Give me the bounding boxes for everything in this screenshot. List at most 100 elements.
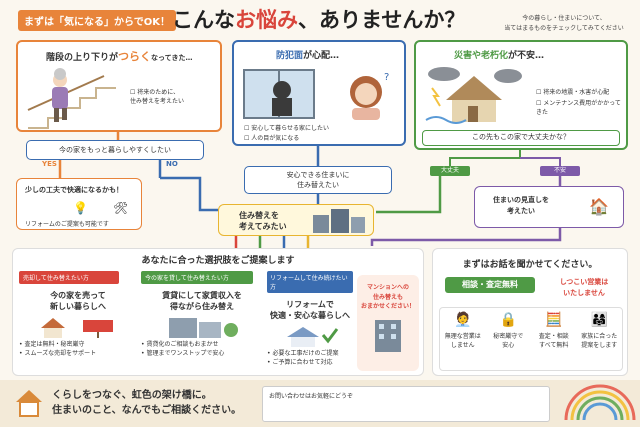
review-label: 住まいの見直しを 考えたい [493,196,549,216]
apartment-icon [169,318,238,339]
concern-check-item[interactable]: 人の目が気になる [244,134,299,143]
page-title: こんなお悩み、ありませんか？ [172,4,465,34]
feature-item: 🔒 秘密厳守で 安心 [486,308,532,370]
stairs-elder-icon [27,68,116,129]
option-note: • 査定は無料・秘密厳守 [19,341,85,349]
option-card-reform[interactable]: リフォームして住み続けたい方 リフォームで 快適・安心な暮らしへ • 必要な工事… [267,271,353,373]
concern-title-text: が不安… [508,51,545,61]
option-card-sell[interactable]: 売却して住み替えたい方 今の家を売って 新しい暮らしへ SOLD • 査定は無料… [19,271,137,373]
header-note: 今の暮らし・住まいについて、 当てはまるものをチェックしてみてください [504,15,624,32]
buildings-icon [313,209,365,233]
option-note: • 必要な工事だけのご提案 [267,350,339,358]
mansion-building-icon [375,319,401,352]
lightbulb-icon: 💡 [73,201,88,215]
contact-box[interactable]: お問い合わせはお気軽にどうぞ [262,386,550,422]
feature-label: 査定・相談 すべて無料 [538,333,569,349]
lock-icon: 🔒 [499,312,517,328]
title-part: 、ありませんか？ [298,8,466,32]
mansion-bubble: マンションへの 住み替えも おまかせください！ [357,275,419,371]
concern-title-text: なってきた… [151,54,193,62]
house-search-icon: 🏠 [589,197,609,216]
sold-sign: SOLD [71,333,90,340]
reform-box: 少しの工夫で快適になるかも！ 💡 🛠 リフォームのご提案も可能です [16,178,142,230]
concern-check-item[interactable]: 将来の地震・水害が心配 [536,88,609,97]
free-badge: 相談・査定無料 [445,277,535,293]
concern-check-item[interactable]: メンテナンス費用がかかってきた [536,99,626,117]
rainbow-icon [564,384,636,421]
option-tag: リフォームして住み続けたい方 [267,271,353,293]
concern-check-item[interactable]: 将来のために、 住み替えを考えたい [130,88,184,106]
person-desk-icon: 🧑‍💼 [454,312,472,328]
concern-check-item[interactable]: 安心して暮らせる家にしたい [244,124,329,133]
contact-label: お問い合わせはお気軽にどうぞ [269,393,354,400]
house-logo-icon [16,390,42,417]
svg-text:?: ? [384,72,389,83]
options-panel: あなたに合った選択肢をご提案します 売却して住み替えたい方 今の家を売って 新し… [12,248,424,376]
feature-label: 家族に合った 提案をします [581,333,618,349]
concern-title: 災害や老朽化が不安… [454,48,544,61]
reform-title: 少しの工夫で快適になるかも！ [25,186,123,194]
concern-title: 階段の上り下りがつらくなってきた… [46,48,192,64]
title-emphasis: お悩み [235,8,298,32]
option-note-text: 賃貸化のご相談もおまかせ [146,341,219,349]
consult-panel: まずはお話を聞かせてください。 相談・査定無料 しつこい営業は いたしません 🧑… [432,248,628,376]
option-note-text: 管理までワンストップで安心 [146,350,225,358]
concern-title-emphasis: 防犯面 [276,51,304,61]
option-note-text: 査定は無料・秘密厳守 [24,341,85,349]
review-box: 住まいの見直しを 考えたい 🏠 [474,186,624,228]
question-box: この先もこの家で大丈夫かな？ [422,130,620,146]
calculator-icon: 🧮 [545,312,563,328]
option-card-rent[interactable]: 今の家を貸して住み替えたい方 賃貸にして家賃収入を 得ながら住み替え • 賃貸化… [141,271,263,373]
house-check-icon [287,327,339,348]
yes-label: YES [42,160,57,168]
concern-title-emphasis: つらく [118,50,152,63]
concern-title-text: が心配… [303,51,340,61]
option-title: 今の家を売って 新しい暮らしへ [50,291,106,312]
concern-card-disaster: 災害や老朽化が不安… 将来の地震・水害が心配 メンテナンス費用がかかってきた こ… [414,40,628,150]
worry-label: 不安 [540,166,580,176]
flow-question-improve: 今の家をもっと暮らしやすくしたい [26,140,204,160]
consult-heading: まずはお話を聞かせてください。 [462,260,598,270]
header-tag: まずは「気になる」からでOK！ [18,10,176,31]
consider-label: 住み替えを 考えてみたい [239,211,287,232]
window-thief-icon: ? [243,69,389,120]
family-icon: 👨‍👩‍👧 [590,312,608,328]
option-note-text: スムーズな売却をサポート [24,350,97,358]
option-note-text: ご予算に合わせて対応 [272,359,333,367]
check-label: 将来の地震・水害が心配 [536,89,609,96]
concern-title-text: 階段の上り下りが [46,53,119,63]
ok-label: 大丈夫 [430,166,470,176]
option-note: • ご予算に合わせて対応 [267,359,333,367]
feature-item: 👨‍👩‍👧 家族に合った 提案をします [577,308,623,370]
concern-card-security: 防犯面が心配… ? 安心して暮らせる家にしたい 人の目が気になる [232,40,406,146]
no-push-note: しつこい営業は いたしません [559,278,609,297]
feature-label: 秘密厳守で 安心 [493,333,524,349]
flow-safe-home: 安心できる住まいに 住み替えたい [244,166,392,194]
concern-title-emphasis: 災害や老朽化 [454,51,509,61]
consider-move-box: 住み替えを 考えてみたい [218,204,374,236]
no-label: NO [166,160,178,168]
feature-item: 🧮 査定・相談 すべて無料 [531,308,577,370]
tools-icon: 🛠 [113,201,129,215]
option-note-text: 必要な工事だけのご提案 [272,350,339,358]
options-heading: あなたに合った選択肢をご提案します [141,256,295,266]
feature-list: 🧑‍💼 無理な営業は しません 🔒 秘密厳守で 安心 🧮 査定・相談 すべて無料… [439,307,623,371]
flow-arrows [58,132,562,248]
mansion-text: マンションへの 住み替えも おまかせください！ [360,284,415,311]
check-label: 安心して暮らせる家にしたい [244,125,329,132]
option-tag: 売却して住み替えたい方 [19,271,119,284]
footer: くらしをつなぐ、虹色の架け橋に。 住まいのこと、なんでもご相談ください。 お問い… [0,380,640,427]
old-house-storm-icon [425,67,522,124]
option-title: 賃貸にして家賃収入を 得ながら住み替え [162,291,242,312]
reform-sub: リフォームのご提案も可能です [25,221,109,228]
concern-card-stairs: 階段の上り下りがつらくなってきた… 将来のために、 住み替えを考えたい [16,40,222,132]
option-tag: 今の家を貸して住み替えたい方 [141,271,253,284]
option-note: • 賃貸化のご相談もおまかせ [141,341,219,349]
option-note: • 管理までワンストップで安心 [141,350,225,358]
title-part: こんな [172,8,235,32]
feature-item: 🧑‍💼 無理な営業は しません [440,308,486,370]
option-title: リフォームで 快適・安心な暮らしへ [270,300,350,321]
house-sold-icon [41,318,113,339]
feature-label: 無理な営業は しません [444,333,481,349]
option-note: • スムーズな売却をサポート [19,350,97,358]
